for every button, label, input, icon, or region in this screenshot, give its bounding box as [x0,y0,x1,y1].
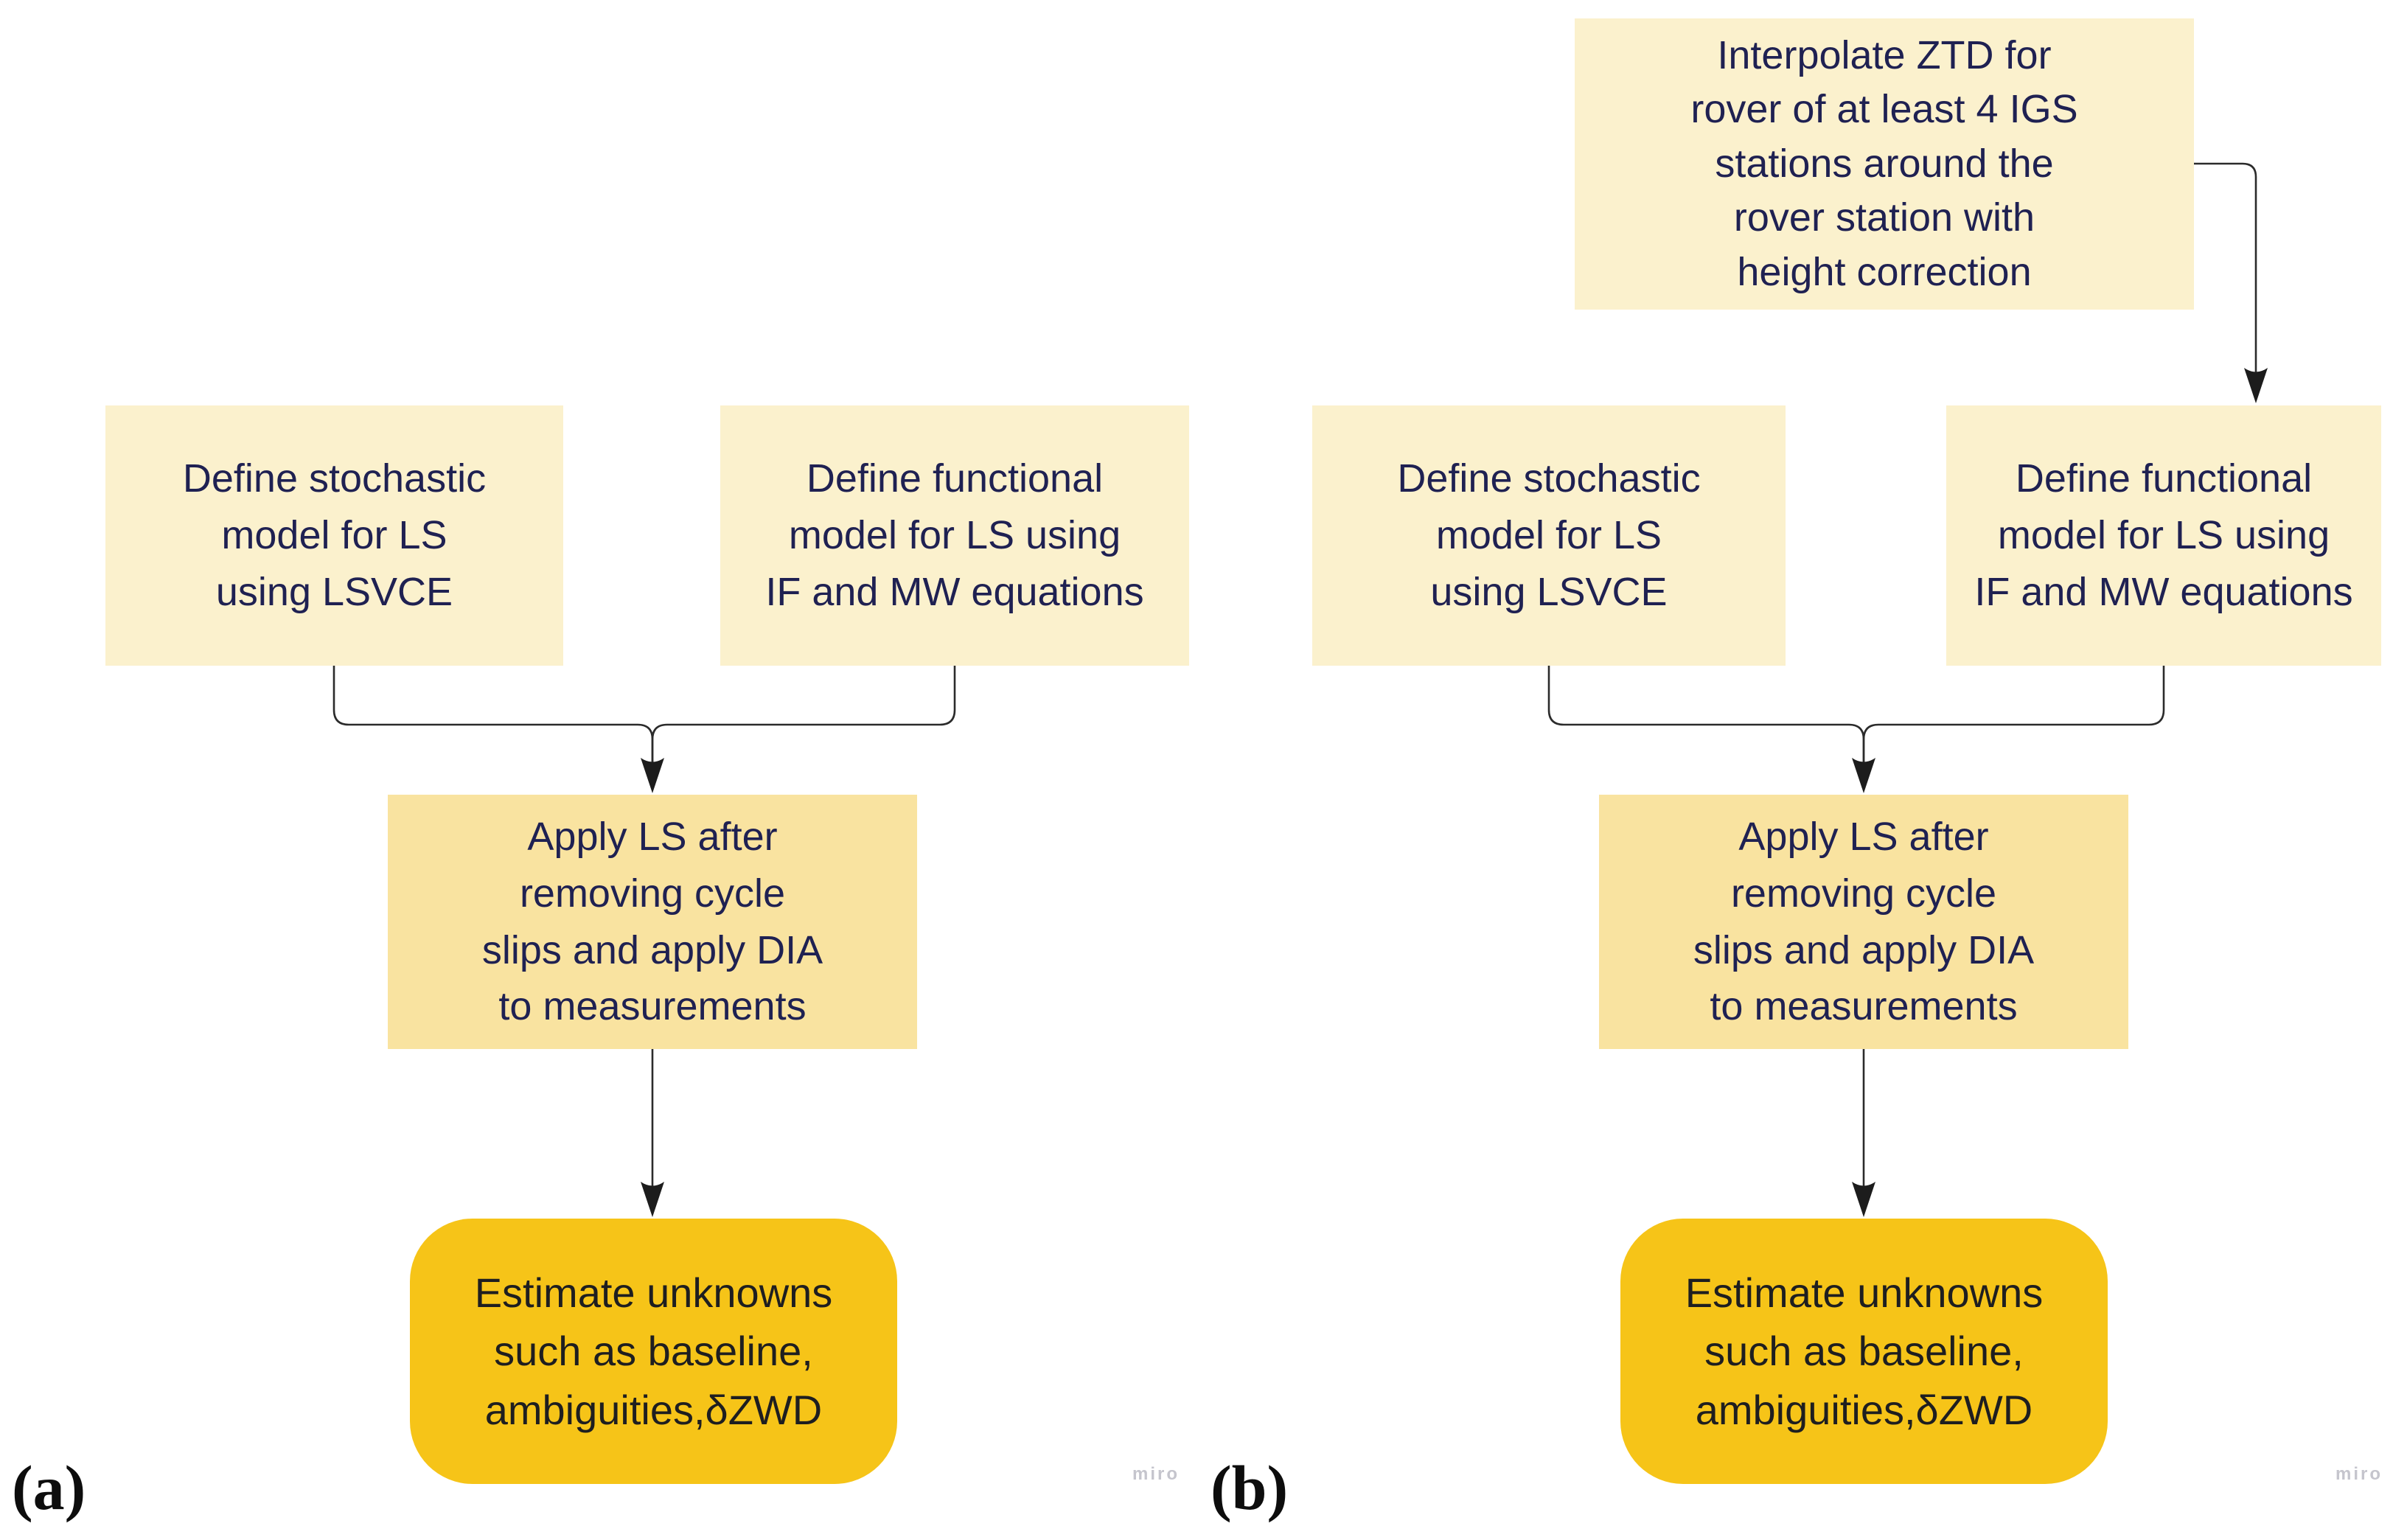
node-define-functional-b: Define functional model for LS using IF … [1946,405,2381,666]
apply-to-estimate-arrow-b [1852,1049,1875,1217]
miro-watermark-b: miro [2335,1464,2383,1484]
node-apply-ls-b: Apply LS after removing cycle slips and … [1599,795,2128,1049]
interpolate-to-functional-elbow-b [2194,162,2268,403]
node-define-stochastic-b: Define stochastic model for LS using LSV… [1312,405,1786,666]
node-define-stochastic-a: Define stochastic model for LS using LSV… [105,405,563,666]
node-interpolate-ztd-b: Interpolate ZTD for rover of at least 4 … [1575,18,2194,310]
merge-connector-a [332,666,956,793]
apply-to-estimate-arrow-a [641,1049,664,1217]
panel-label-a: (a) [12,1452,86,1523]
node-apply-ls-a: Apply LS after removing cycle slips and … [388,795,917,1049]
panel-label-b: (b) [1211,1452,1289,1523]
node-estimate-unknowns-a: Estimate unknowns such as baseline, ambi… [410,1219,897,1484]
miro-watermark-a: miro [1132,1464,1180,1484]
merge-connector-b [1547,666,2165,793]
node-estimate-unknowns-b: Estimate unknowns such as baseline, ambi… [1620,1219,2108,1484]
node-define-functional-a: Define functional model for LS using IF … [720,405,1189,666]
